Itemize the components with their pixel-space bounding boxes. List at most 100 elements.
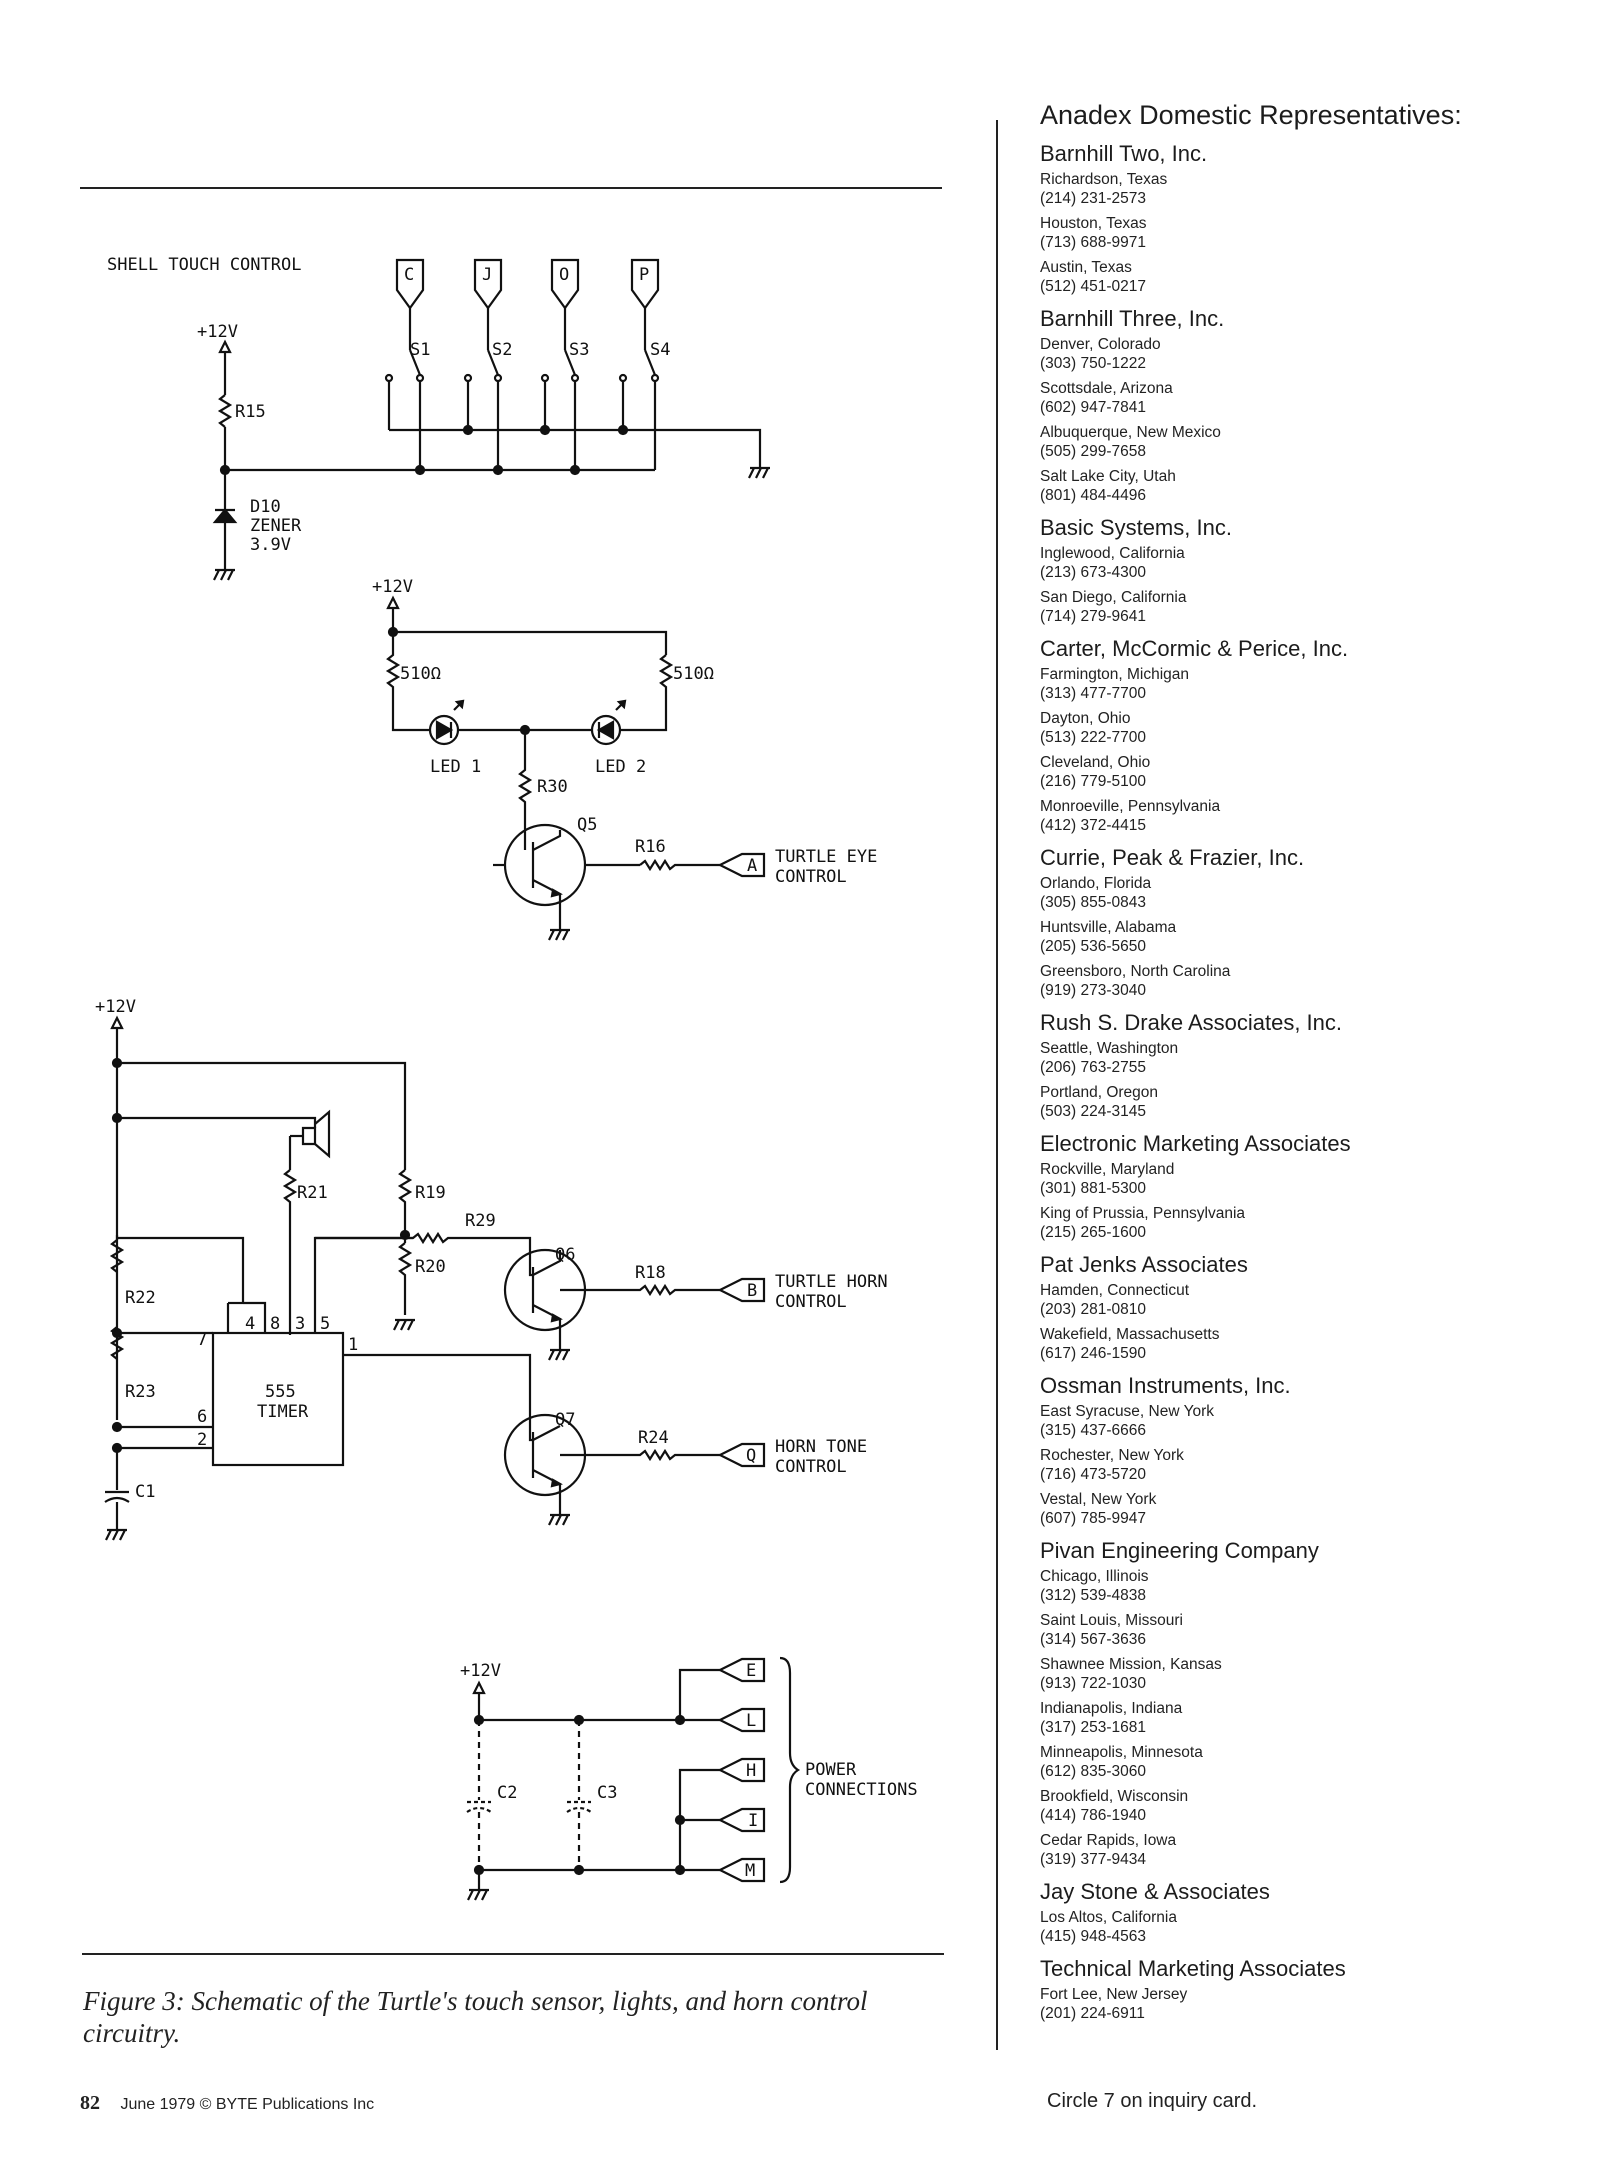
firm-entry: Barnhill Three, Inc.Denver, Colorado(303… [1040, 306, 1580, 505]
office-phone: (305) 855-0843 [1040, 894, 1146, 911]
office-entry: Farmington, Michigan(313) 477-7700 [1040, 665, 1580, 703]
office-phone: (319) 377-9434 [1040, 1851, 1146, 1868]
connector-i-label: I [748, 1811, 758, 1831]
s3-label: S3 [569, 340, 589, 360]
timer-555-label: 555 [265, 1382, 296, 1402]
office-entry: Portland, Oregon(503) 224-3145 [1040, 1083, 1580, 1121]
firm-name: Pivan Engineering Company [1040, 1538, 1319, 1563]
turtle-horn-control-label: CONTROL [775, 1292, 847, 1312]
office-phone: (303) 750-1222 [1040, 355, 1146, 372]
plate-p-label: P [639, 265, 649, 285]
v12-label-3: +12V [95, 997, 136, 1017]
plate-j-label: J [482, 265, 492, 285]
led2-label: LED 2 [595, 757, 646, 777]
r23-label: R23 [125, 1382, 156, 1402]
s4-label: S4 [650, 340, 670, 360]
office-city: Orlando, Florida [1040, 875, 1152, 892]
office-city: Austin, Texas [1040, 259, 1132, 276]
connector-l-label: L [746, 1711, 756, 1731]
office-phone: (913) 722-1030 [1040, 1675, 1146, 1692]
turtle-eye-label: TURTLE EYE [775, 847, 877, 867]
office-city: Scottsdale, Arizona [1040, 380, 1173, 397]
r510-right-label: 510Ω [673, 664, 714, 684]
pin6-label: 6 [197, 1407, 207, 1427]
office-phone: (205) 536-5650 [1040, 938, 1146, 955]
office-phone: (214) 231-2573 [1040, 190, 1146, 207]
office-phone: (213) 673-4300 [1040, 564, 1146, 581]
office-phone: (713) 688-9971 [1040, 234, 1146, 251]
office-entry: East Syracuse, New York(315) 437-6666 [1040, 1402, 1580, 1440]
r15-zener-branch [212, 339, 655, 581]
plate-o-label: O [559, 265, 569, 285]
power-label: POWER [805, 1760, 857, 1780]
c3-label: C3 [597, 1783, 617, 1803]
firm-name: Carter, McCormic & Perice, Inc. [1040, 636, 1349, 661]
r20-label: R20 [415, 1257, 446, 1277]
office-entry: Albuquerque, New Mexico(505) 299-7658 [1040, 423, 1580, 461]
office-phone: (919) 273-3040 [1040, 982, 1146, 999]
office-entry: Austin, Texas (512) 451-0217 [1040, 258, 1580, 296]
office-entry: Orlando, Florida (305) 855-0843 [1040, 874, 1580, 912]
top-rule [80, 187, 942, 189]
connector-m-label: M [745, 1861, 755, 1881]
firm-entry: Ossman Instruments, Inc. East Syracuse, N… [1040, 1373, 1580, 1528]
office-city: Wakefield, Massachusetts [1040, 1326, 1220, 1343]
office-city: Saint Louis, Missouri [1040, 1612, 1184, 1629]
office-city: East Syracuse, New York [1040, 1403, 1215, 1420]
office-phone: (201) 224-6911 [1040, 2005, 1145, 2022]
office-phone: (206) 763-2755 [1040, 1059, 1146, 1076]
office-city: Greensboro, North Carolina [1040, 963, 1231, 980]
pin8-label: 8 [270, 1314, 280, 1334]
office-city: Chicago, Illinois [1040, 1568, 1149, 1585]
firm-name: Basic Systems, Inc. [1040, 515, 1232, 540]
turtle-eye-control-label: CONTROL [775, 867, 847, 887]
zener-label: ZENER [250, 516, 302, 536]
office-phone: (505) 299-7658 [1040, 443, 1146, 460]
pin5-label: 5 [320, 1314, 330, 1334]
office-city: Cleveland, Ohio [1040, 754, 1151, 771]
office-entry: Monroeville, Pennsylvania(412) 372-4415 [1040, 797, 1580, 835]
office-city: Denver, Colorado [1040, 336, 1161, 353]
zener-voltage-label: 3.9V [250, 535, 291, 555]
pin7-label: 7 [197, 1330, 207, 1350]
office-phone: (317) 253-1681 [1040, 1719, 1146, 1736]
office-entry: Saint Louis, Missouri(314) 567-3636 [1040, 1611, 1580, 1649]
office-city: Salt Lake City, Utah [1040, 468, 1176, 485]
office-city: Indianapolis, Indiana [1040, 1700, 1183, 1717]
office-entry: Shawnee Mission, Kansas(913) 722-1030 [1040, 1655, 1580, 1693]
horn-control-circuit [104, 1015, 766, 1541]
connector-b-label: B [747, 1281, 757, 1301]
office-phone: (203) 281-0810 [1040, 1301, 1146, 1318]
firm-name: Technical Marketing Associates [1040, 1956, 1346, 1981]
eye-control-circuit [385, 595, 766, 941]
firm-name: Ossman Instruments, Inc. [1040, 1373, 1291, 1398]
horn-tone-control-label: CONTROL [775, 1457, 847, 1477]
c1-label: C1 [135, 1482, 155, 1502]
publication-line: June 1979 © BYTE Publications Inc [120, 2096, 375, 2113]
schematic-figure: SHELL TOUCH CONTROL C J O P S1 S2 S3 S4 … [75, 240, 975, 1920]
office-city: Richardson, Texas [1040, 171, 1168, 188]
r15-label: R15 [235, 402, 266, 422]
office-phone: (512) 451-0217 [1040, 278, 1146, 295]
r18-label: R18 [635, 1263, 666, 1283]
office-city: Cedar Rapids, Iowa [1040, 1832, 1177, 1849]
office-city: Monroeville, Pennsylvania [1040, 798, 1221, 815]
column-divider [996, 120, 998, 2050]
connector-a-label: A [747, 856, 757, 876]
figure-caption: Figure 3: Schematic of the Turtle's touc… [83, 1986, 868, 2048]
s2-label: S2 [492, 340, 512, 360]
firm-name: Electronic Marketing Associates [1040, 1131, 1351, 1156]
footer-left: 82 June 1979 © BYTE Publications Inc [80, 2092, 374, 2115]
office-phone: (801) 484-4496 [1040, 487, 1146, 504]
office-entry: Richardson, Texas (214) 231-2573 [1040, 170, 1580, 208]
office-city: Houston, Texas [1040, 215, 1147, 232]
led1-label: LED 1 [430, 757, 481, 777]
office-entry: Minneapolis, Minnesota(612) 835-3060 [1040, 1743, 1580, 1781]
office-entry: Wakefield, Massachusetts(617) 246-1590 [1040, 1325, 1580, 1363]
office-city: Dayton, Ohio [1040, 710, 1131, 727]
office-phone: (612) 835-3060 [1040, 1763, 1146, 1780]
office-phone: (503) 224-3145 [1040, 1103, 1146, 1120]
